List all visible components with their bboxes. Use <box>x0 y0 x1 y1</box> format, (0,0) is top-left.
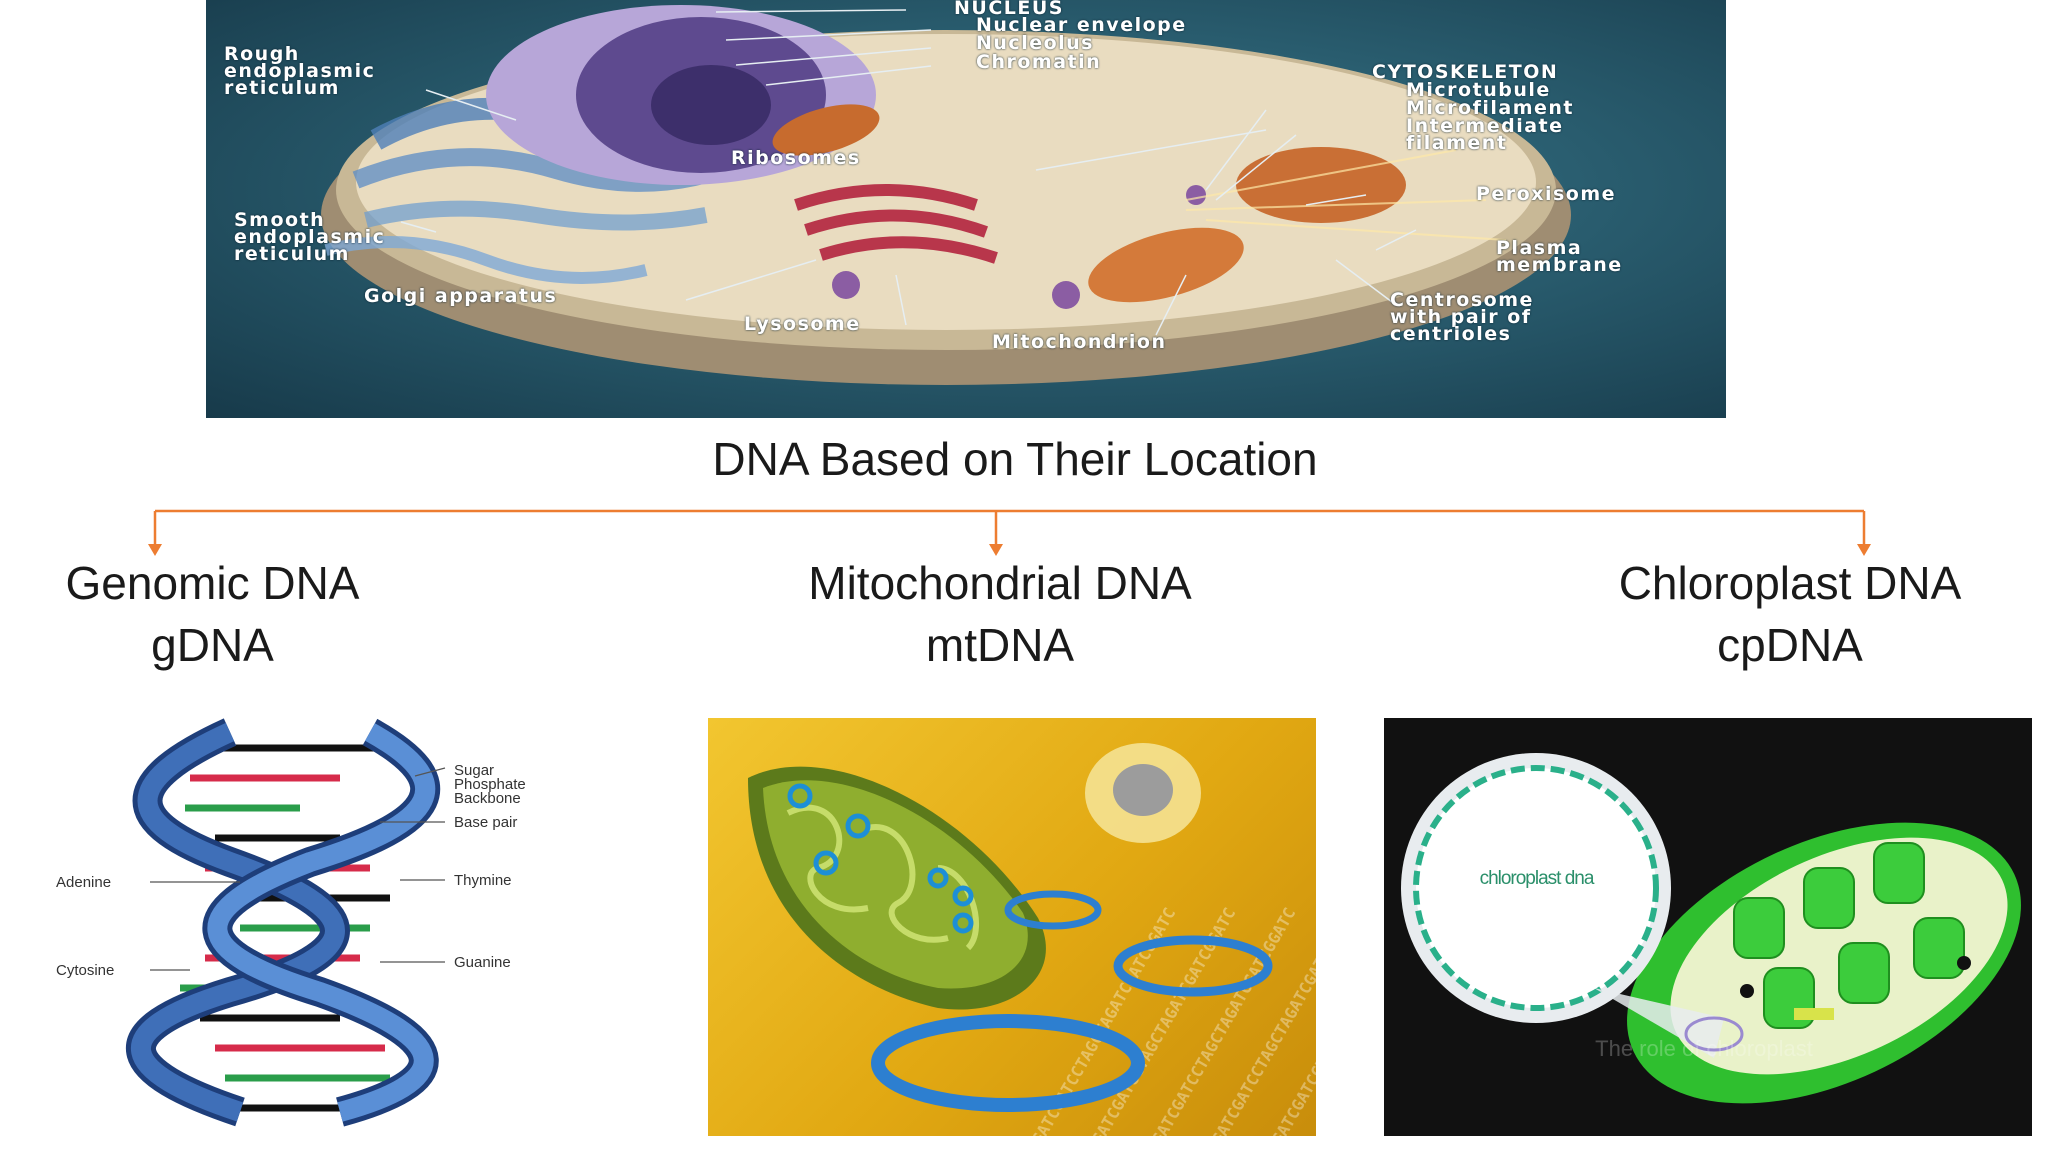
label-microfilament: Microfilament <box>1406 97 1575 119</box>
dna-double-helix-image: Sugar Phosphate Backbone Base pair Adeni… <box>40 712 600 1132</box>
arrow-genomic-icon <box>148 544 162 556</box>
double-helix-illustration <box>126 718 446 1127</box>
branch-genomic: Genomic DNA gDNA <box>40 552 385 676</box>
chloroplast-dna-callout-title: chloroplast dna <box>1479 868 1595 889</box>
chloroplast-illustration <box>1401 753 2021 1104</box>
label-nuclear-envelope: Nuclear envelope <box>976 14 1187 36</box>
label-nucleus: NUCLEUS <box>954 0 1064 19</box>
branch-genomic-name: Genomic DNA <box>65 557 360 609</box>
chloroplast-caption: The role of chloroplast <box>1595 1036 1813 1061</box>
label-centrosome: Centrosome with pair of centrioles <box>1390 289 1534 345</box>
mitochondrial-dna-image: GATCGATCCTAGCTAGATCGATCGGATC GATCGATCCTA… <box>708 718 1316 1136</box>
mitochondrion-illustration <box>748 743 1273 1112</box>
label-golgi: Golgi apparatus <box>364 285 558 307</box>
label-microtubule: Microtubule <box>1406 79 1551 101</box>
label-cytoskeleton: CYTOSKELETON <box>1372 61 1559 83</box>
branch-chloroplast: Chloroplast DNA cpDNA <box>1610 552 1970 676</box>
branch-mitochondrial: Mitochondrial DNA mtDNA <box>790 552 1210 676</box>
branch-chloroplast-abbr: cpDNA <box>1717 619 1863 671</box>
branch-chloroplast-name: Chloroplast DNA <box>1618 557 1962 609</box>
label-chromatin: Chromatin <box>976 51 1102 73</box>
label-ribosomes: Ribosomes <box>731 147 861 169</box>
branch-mitochondrial-name: Mitochondrial DNA <box>808 557 1192 609</box>
label-thymine: Thymine <box>454 872 512 889</box>
label-rough-er: Rough endoplasmic reticulum <box>224 43 376 99</box>
label-nucleolus: Nucleolus <box>976 32 1094 54</box>
label-base-pair: Base pair <box>454 814 518 831</box>
chloroplast-dna-image: chloroplast dna The role of chloroplast <box>1384 718 2032 1136</box>
label-cytosine: Cytosine <box>56 962 115 979</box>
arrow-mitochondrial-icon <box>989 544 1003 556</box>
label-adenine: Adenine <box>56 874 112 891</box>
branch-mitochondrial-abbr: mtDNA <box>925 619 1075 671</box>
branch-genomic-abbr: gDNA <box>151 619 274 671</box>
label-peroxisome: Peroxisome <box>1476 183 1617 205</box>
label-sugar-phosphate-backbone: Sugar Phosphate Backbone <box>454 762 526 807</box>
label-mitochondrion: Mitochondrion <box>992 331 1167 353</box>
diagram-heading: DNA Based on Their Location <box>712 433 1318 485</box>
cell-illustration <box>321 5 1571 385</box>
label-smooth-er: Smooth endoplasmic reticulum <box>234 209 386 265</box>
animal-cell-diagram: NUCLEUS Nuclear envelope Nucleolus Chrom… <box>206 0 1726 418</box>
label-intermediate-filament: Intermediate filament <box>1406 115 1564 154</box>
label-lysosome: Lysosome <box>744 313 861 335</box>
branch-connector <box>148 509 1871 556</box>
label-plasma-membrane: Plasma membrane <box>1496 237 1623 276</box>
label-guanine: Guanine <box>454 954 511 971</box>
arrow-chloroplast-icon <box>1857 544 1871 556</box>
